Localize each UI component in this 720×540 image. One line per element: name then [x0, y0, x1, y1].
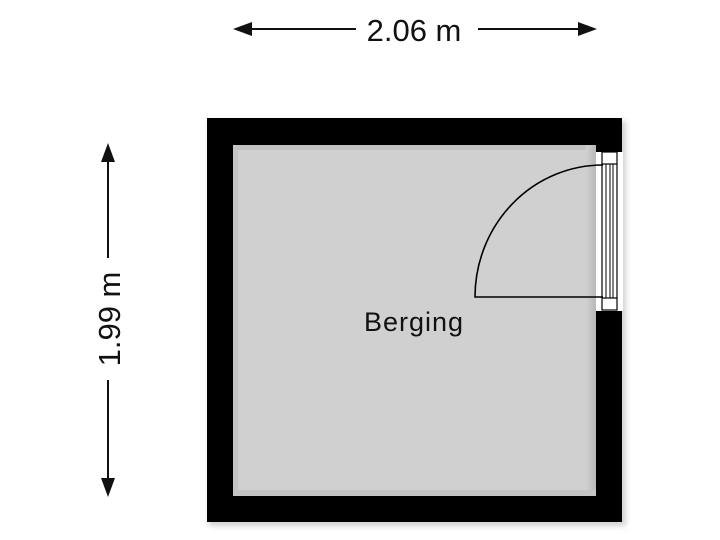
room-label: Berging [364, 307, 464, 337]
arrow-up-icon [101, 143, 115, 162]
height-label: 1.99 m [92, 272, 127, 367]
width-label: 2.06 m [367, 13, 462, 48]
door-swing-arc [474, 164, 604, 298]
door[interactable] [474, 151, 623, 311]
width-dimension: 2.06 m [233, 13, 597, 48]
room-floor [233, 145, 596, 496]
arrow-down-icon [101, 478, 115, 497]
arrow-right-icon [578, 22, 597, 36]
height-dimension: 1.99 m [92, 143, 127, 497]
arrow-left-icon [233, 22, 252, 36]
